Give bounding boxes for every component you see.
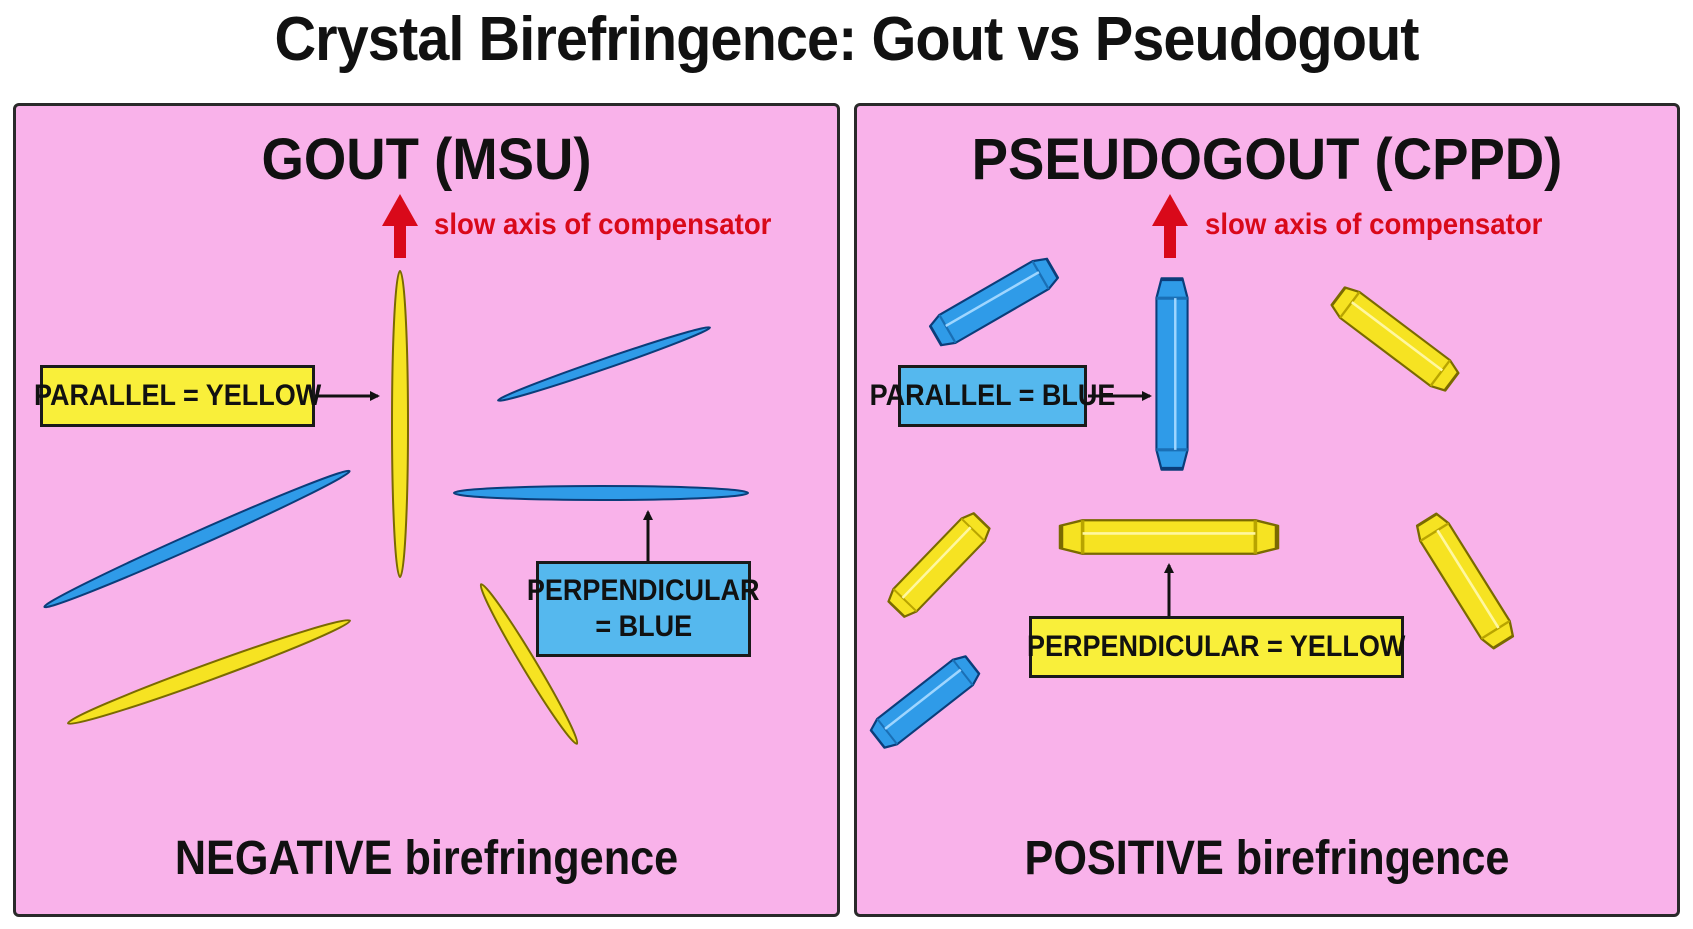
gout-diagram	[43, 194, 749, 745]
slow-axis-arrow-icon	[382, 194, 418, 258]
pseudogout-diagram	[866, 194, 1520, 754]
needle-crystal-blue-long	[43, 469, 351, 609]
needle-crystal-yellow-long	[67, 619, 351, 725]
pseudogout-panel: PSEUDOGOUT (CPPD) slow axis of compensat…	[854, 103, 1680, 917]
slow-axis-arrow-icon	[1152, 194, 1188, 258]
rhomboid-crystal-yellow	[1327, 281, 1463, 397]
rhomboid-crystal-blue-bottom	[866, 650, 984, 754]
rhomboid-crystal-yellow-right	[1410, 509, 1520, 653]
rhomboid-crystal-parallel-blue	[1156, 279, 1187, 469]
rhomboid-crystal-perpendicular-yellow	[1061, 520, 1277, 553]
gout-footer: NEGATIVE birefringence	[174, 832, 679, 885]
needle-crystal-yellow-diagonal	[479, 583, 579, 745]
pseudogout-title: PSEUDOGOUT (CPPD)	[971, 127, 1563, 192]
rhomboid-crystal-yellow-left	[883, 508, 995, 622]
pseudogout-perpendicular-label: PERPENDICULAR = YELLOW	[1027, 616, 1406, 678]
needle-crystal-parallel-yellow	[391, 270, 409, 578]
gout-perpendicular-label: PERPENDICULAR = BLUE	[527, 561, 760, 657]
pseudogout-parallel-label: PARALLEL = BLUE	[870, 365, 1115, 427]
gout-title: GOUT (MSU)	[261, 127, 592, 192]
pseudogout-axis-label: slow axis of compensator	[1205, 208, 1543, 241]
gout-panel: GOUT (MSU) slow axis of compensator PARA…	[13, 103, 840, 917]
pseudogout-footer: POSITIVE birefringence	[1024, 832, 1510, 885]
gout-axis-label: slow axis of compensator	[434, 208, 772, 241]
needle-crystal-perpendicular-blue	[453, 485, 749, 501]
page-title: Crystal Birefringence: Gout vs Pseudogou…	[274, 5, 1419, 74]
gout-parallel-label: PARALLEL = YELLOW	[34, 365, 321, 427]
rhomboid-crystal-blue	[926, 252, 1062, 352]
needle-crystal-blue	[497, 326, 711, 402]
